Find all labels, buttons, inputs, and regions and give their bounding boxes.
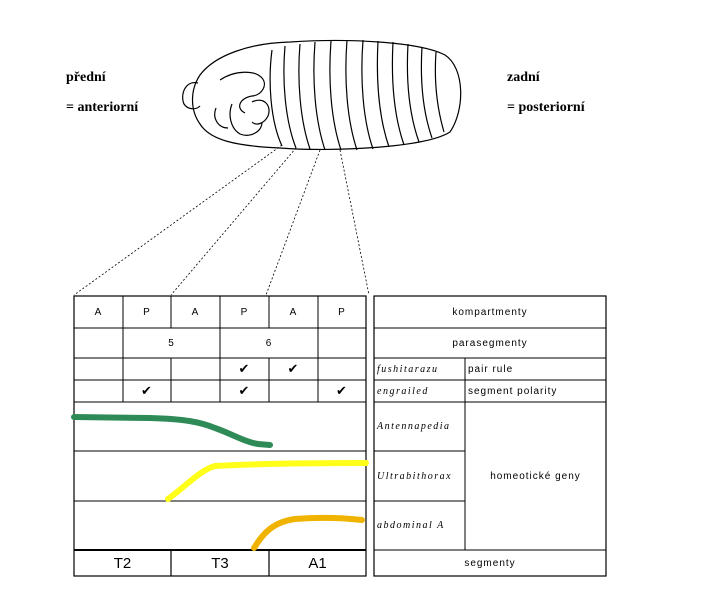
ultrabithorax-expression-curve xyxy=(165,460,369,502)
legend-compartments: kompartmenty xyxy=(452,306,528,318)
compartment-cell: P xyxy=(240,306,249,318)
projection-lines xyxy=(73,144,370,296)
compartment-cell: P xyxy=(143,306,151,318)
engrailed-check-mark: ✔ xyxy=(336,383,348,398)
legend-ultrabithorax: Ultrabithorax xyxy=(377,470,453,482)
ftz-check-mark: ✔ xyxy=(287,361,300,376)
embryo-drawing xyxy=(182,39,462,151)
legend-antennapedia: Antennapedia xyxy=(377,421,451,432)
legend-segments: segmenty xyxy=(464,557,516,569)
legend-parasegments: parasegmenty xyxy=(452,337,528,349)
anterior-label: přední xyxy=(66,70,106,85)
legend-homeotic-genes: homeotické geny xyxy=(490,470,581,482)
legend-pair-rule: pair rule xyxy=(468,363,514,375)
segment-table-grid xyxy=(73,295,367,577)
posterior-term: = posteriorní xyxy=(507,100,585,115)
abdominal-a-expression-curve xyxy=(251,514,365,551)
parasegment-cell: 5 xyxy=(168,337,175,349)
segment-label: T2 xyxy=(113,554,132,572)
compartment-cell: A xyxy=(289,306,298,318)
legend-fushi-tarazu: fushitarazu xyxy=(377,363,439,375)
legend-abdominal-a: abdominal A xyxy=(377,520,445,531)
engrailed-check-mark: ✔ xyxy=(141,383,153,398)
legend-table-grid xyxy=(373,295,607,577)
ftz-check-mark: ✔ xyxy=(238,361,251,376)
segment-label: A1 xyxy=(308,554,327,572)
parasegment-cell: 6 xyxy=(265,337,273,349)
compartment-cell: A xyxy=(191,306,200,318)
posterior-label: zadní xyxy=(507,70,540,85)
legend-segment-polarity: segment polarity xyxy=(468,385,558,397)
segment-label: T3 xyxy=(211,554,229,572)
anterior-term: = anteriorní xyxy=(66,100,139,115)
antennapedia-expression-curve xyxy=(71,414,273,448)
compartment-cell: A xyxy=(94,306,103,318)
engrailed-check-mark: ✔ xyxy=(238,383,251,398)
legend-engrailed: engrailed xyxy=(377,385,429,397)
compartment-cell: P xyxy=(338,306,346,318)
